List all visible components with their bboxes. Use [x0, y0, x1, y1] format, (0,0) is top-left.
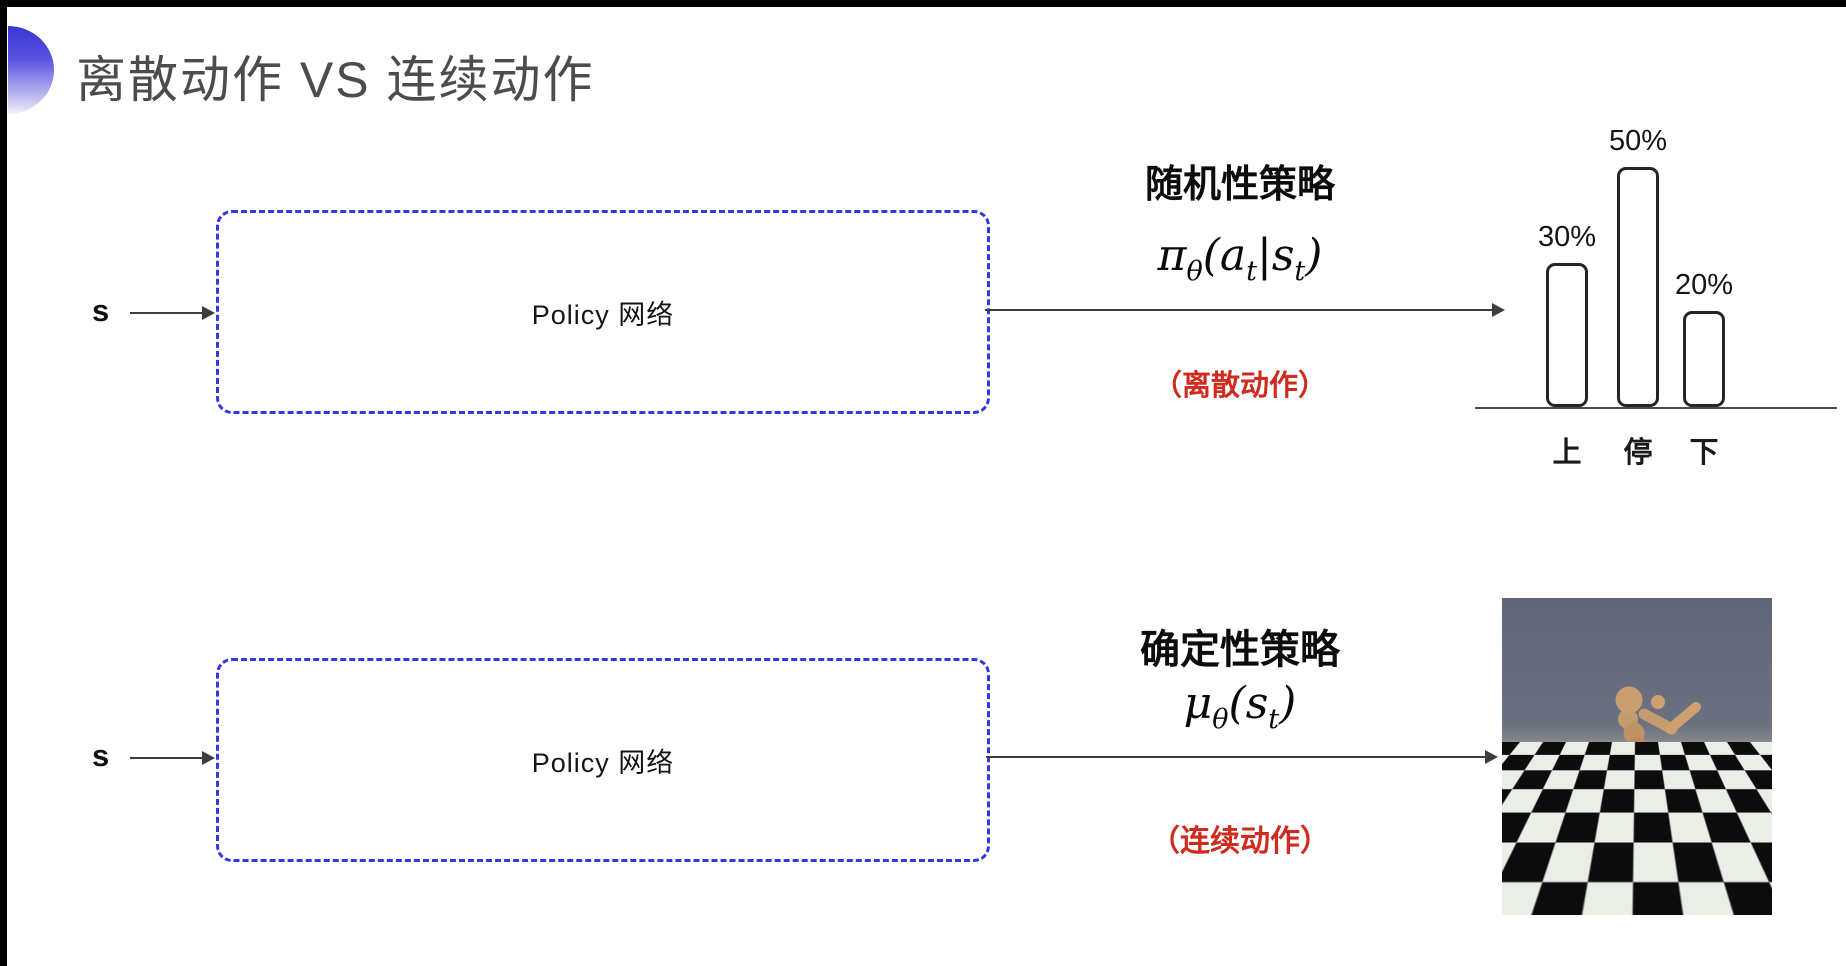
formula-subscript: θ [1186, 255, 1203, 287]
chart-bar [1683, 311, 1725, 407]
chart-category-row: 上 停 下 [1475, 421, 1837, 469]
formula-symbol: ) [1305, 230, 1323, 281]
output-arrow-bottom [986, 750, 1498, 764]
bar-value-label: 30% [1537, 221, 1597, 253]
left-frame-bar [0, 0, 7, 966]
head [1615, 686, 1643, 714]
chart-bar [1617, 167, 1659, 407]
state-input-label-bottom: s [92, 738, 110, 773]
bar-group-down: 20% [1659, 269, 1749, 407]
humanoid-figure [1574, 686, 1701, 915]
figure-shadow [1602, 853, 1686, 863]
formula-symbol: μ [1183, 678, 1213, 729]
chart-bar [1546, 263, 1588, 407]
formula-symbol: (s [1228, 678, 1269, 729]
stochastic-policy-formula: πθ(at|st) [1040, 230, 1440, 287]
formula-subscript: t [1268, 703, 1280, 735]
accent-semicircle-icon [8, 26, 54, 114]
discrete-action-note: （离散动作） [1152, 370, 1327, 402]
bar-group-stop: 50% [1593, 125, 1683, 407]
slide-title: 离散动作 VS 连续动作 [76, 52, 595, 108]
bar-value-label: 20% [1674, 269, 1734, 301]
bar-category-label: 上 [1552, 437, 1582, 469]
formula-symbol: (a [1202, 230, 1247, 281]
policy-box-label-bottom: Policy 网络 [531, 747, 675, 778]
policy-network-box-top: Policy 网络 [216, 210, 990, 414]
policy-box-label-top: Policy 网络 [531, 299, 675, 330]
bar-value-label: 50% [1608, 125, 1668, 157]
formula-subscript: θ [1212, 703, 1229, 735]
action-probability-chart: 30% 50% 20% 上 停 下 [1475, 112, 1837, 469]
output-arrow-top [985, 303, 1505, 317]
bar-group-up: 30% [1522, 221, 1612, 407]
deterministic-policy-title: 确定性策略 [1140, 628, 1340, 672]
stochastic-policy-title: 随机性策略 [1144, 164, 1335, 206]
policy-network-box-bottom: Policy 网络 [216, 658, 990, 862]
formula-subscript: t [1246, 255, 1257, 287]
formula-symbol: ) [1279, 678, 1297, 729]
input-arrow-bottom [130, 751, 215, 765]
state-input-label-top: s [92, 293, 110, 328]
deterministic-policy-formula: μθ(st) [1040, 678, 1440, 735]
top-frame-bar [0, 0, 1846, 7]
bar-category-label: 停 [1623, 437, 1653, 469]
formula-subscript: t [1294, 255, 1306, 287]
bar-category-label: 下 [1689, 437, 1719, 469]
input-arrow-top [130, 306, 215, 320]
formula-symbol: |s [1257, 230, 1295, 281]
formula-symbol: π [1157, 230, 1187, 281]
humanoid-simulation-image [1502, 598, 1772, 915]
chart-plot-area: 30% 50% 20% [1475, 112, 1837, 409]
continuous-action-note: （连续动作） [1150, 825, 1330, 858]
